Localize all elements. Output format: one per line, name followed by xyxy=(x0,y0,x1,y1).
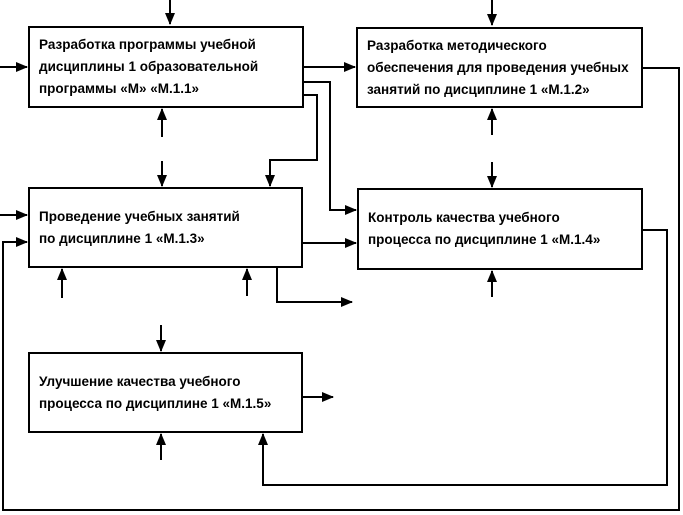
process-box-m15-label: Улучшение качества учебного процесса по … xyxy=(39,373,272,411)
arrow-m12-feedback-to-m13 xyxy=(2,67,680,511)
process-box-m14-label: Контроль качества учебного процесса по д… xyxy=(368,210,601,247)
process-box-m14: Контроль качества учебного процесса по д… xyxy=(357,188,643,270)
process-box-m12: Разработка методического обеспечения для… xyxy=(356,27,643,108)
process-box-m12-label: Разработка методического обеспечения для… xyxy=(367,37,629,97)
process-box-m15: Улучшение качества учебного процесса по … xyxy=(28,352,303,433)
arrow-m11-to-m13-top xyxy=(265,94,318,187)
process-box-m13: Проведение учебных занятий по дисциплине… xyxy=(28,187,303,268)
arrow-m11-to-m14 xyxy=(304,81,357,215)
arrow-m14-feedback-to-m15 xyxy=(258,229,668,486)
arrow-m13-bottom-output xyxy=(276,268,353,307)
process-box-m13-label: Проведение учебных занятий по дисциплине… xyxy=(39,208,240,246)
process-box-m11-label: Разработка программы учебной дисциплины … xyxy=(39,37,259,96)
process-box-m11: Разработка программы учебной дисциплины … xyxy=(28,26,304,108)
